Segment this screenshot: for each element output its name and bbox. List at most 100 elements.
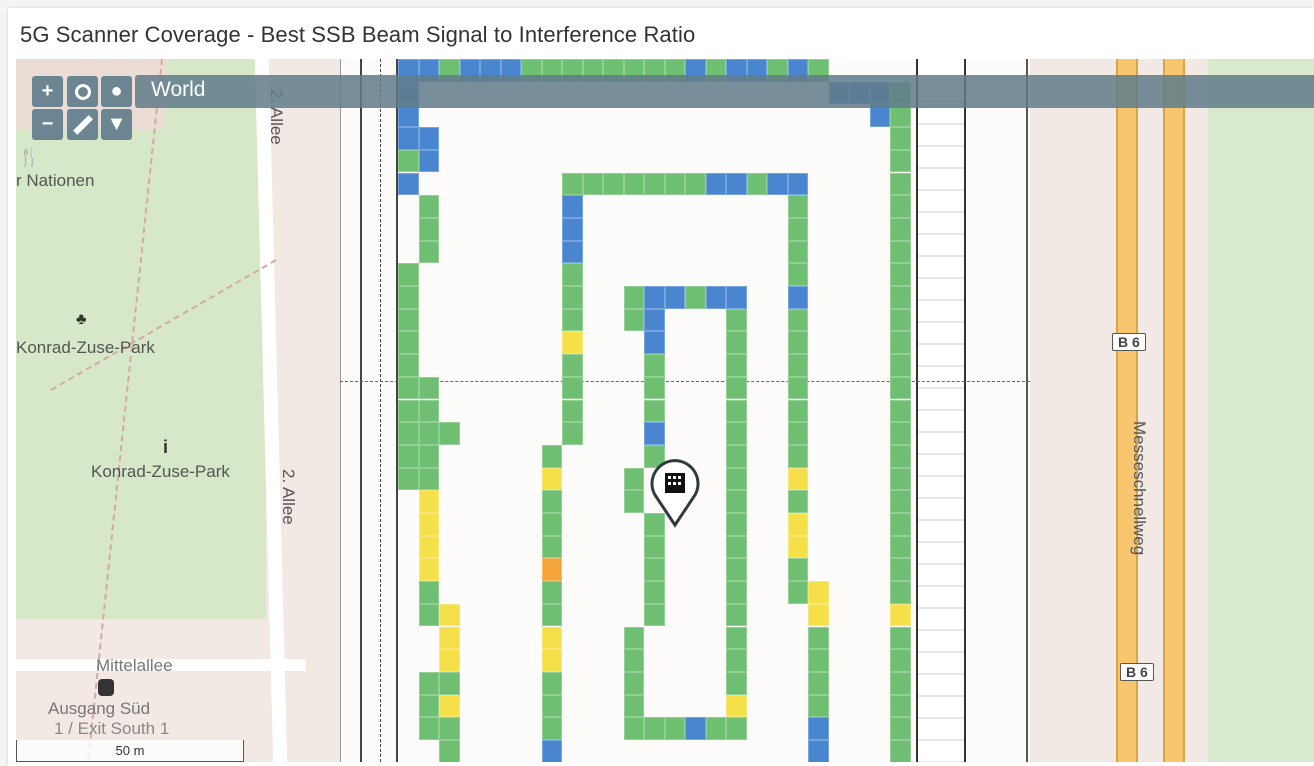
coverage-cell xyxy=(418,717,439,740)
coverage-cell xyxy=(644,286,665,309)
floorplan-axis xyxy=(340,381,1030,382)
coverage-cell xyxy=(890,399,911,423)
coverage-cell xyxy=(418,399,439,423)
map-label: Messeschnellweg xyxy=(1130,421,1149,556)
coverage-cell xyxy=(890,649,911,672)
coverage-cell xyxy=(787,490,808,513)
coverage-cell xyxy=(787,399,808,423)
coverage-cell xyxy=(562,195,583,218)
coverage-cell xyxy=(562,331,583,355)
coverage-cell xyxy=(418,467,439,491)
coverage-cell xyxy=(541,581,562,604)
coverage-cell xyxy=(890,376,911,400)
coverage-cell xyxy=(623,308,644,332)
coverage-cell xyxy=(418,149,439,173)
coverage-cell xyxy=(439,422,460,445)
map-label: Konrad-Zuse-Park xyxy=(91,462,230,481)
coverage-cell xyxy=(541,513,562,536)
coverage-cell xyxy=(398,263,419,286)
coverage-cell xyxy=(439,717,460,740)
coverage-cell xyxy=(439,740,460,762)
coverage-cell xyxy=(398,172,419,196)
coverage-cell xyxy=(541,558,562,582)
location-breadcrumb[interactable]: World xyxy=(135,75,1314,108)
coverage-cell xyxy=(726,626,747,650)
coverage-cell xyxy=(726,535,747,559)
coverage-cell xyxy=(890,149,911,173)
coverage-cell xyxy=(890,172,911,196)
coverage-cell xyxy=(418,195,439,218)
coverage-cell xyxy=(787,172,808,196)
coverage-cell xyxy=(562,217,583,241)
panel-title: 5G Scanner Coverage - Best SSB Beam Sign… xyxy=(20,22,696,47)
coverage-cell xyxy=(644,535,665,559)
zoom-out-button[interactable]: − xyxy=(32,109,63,140)
coverage-cell xyxy=(808,671,829,695)
coverage-cell xyxy=(890,444,911,468)
coverage-cell xyxy=(767,172,788,196)
coverage-cell xyxy=(890,513,911,536)
motorway xyxy=(1163,59,1185,762)
coverage-cell xyxy=(890,217,911,241)
coverage-cell xyxy=(418,581,439,604)
coverage-cell xyxy=(787,535,808,559)
motorway xyxy=(1116,59,1138,762)
ruler-icon[interactable] xyxy=(67,109,98,140)
coverage-cell xyxy=(787,513,808,536)
coverage-cell xyxy=(808,717,829,740)
coverage-cell xyxy=(562,286,583,309)
coverage-cell xyxy=(541,626,562,650)
zoom-in-button[interactable]: + xyxy=(32,76,63,107)
road-shield: B 6 xyxy=(1112,333,1146,351)
coverage-cell xyxy=(808,581,829,604)
building-marker-icon[interactable] xyxy=(649,459,701,529)
map-label: 1 / Exit South 1 xyxy=(54,719,170,738)
coverage-cell xyxy=(664,717,685,740)
coverage-cell xyxy=(623,626,644,650)
coverage-cell xyxy=(562,422,583,445)
bus-icon xyxy=(98,679,114,696)
coverage-cell xyxy=(787,422,808,445)
map-view[interactable]: r Nationen Konrad-Zuse-Park Konrad-Zuse-… xyxy=(16,59,1314,762)
scale-bar: 50 m xyxy=(16,740,244,762)
filter-icon[interactable]: ▼ xyxy=(101,109,132,140)
coverage-cell xyxy=(398,331,419,355)
coverage-cell xyxy=(644,513,665,536)
coverage-cell xyxy=(890,581,911,604)
coverage-cell xyxy=(541,649,562,672)
coverage-cell xyxy=(685,172,706,196)
coverage-cell xyxy=(623,286,644,309)
park-area xyxy=(16,59,266,619)
coverage-cell xyxy=(890,195,911,218)
coverage-cell xyxy=(644,558,665,582)
coverage-cell xyxy=(808,603,829,627)
coverage-cell xyxy=(890,331,911,355)
floorplan-wall xyxy=(396,59,398,762)
coverage-cell xyxy=(439,649,460,672)
floorplan-wall xyxy=(1026,59,1028,762)
coverage-cell xyxy=(890,558,911,582)
coverage-cell xyxy=(890,240,911,264)
coverage-cell xyxy=(787,558,808,582)
crosshair-icon[interactable] xyxy=(67,76,98,107)
map-pin-icon[interactable]: ● xyxy=(101,76,132,107)
coverage-cell xyxy=(644,444,665,468)
coverage-cell xyxy=(890,694,911,718)
coverage-cell xyxy=(787,331,808,355)
coverage-cell xyxy=(644,422,665,445)
coverage-cell xyxy=(562,354,583,377)
coverage-cell xyxy=(726,354,747,377)
coverage-cell xyxy=(418,444,439,468)
coverage-cell xyxy=(726,286,747,309)
coverage-cell xyxy=(726,467,747,491)
coverage-cell xyxy=(644,331,665,355)
coverage-cell xyxy=(644,399,665,423)
coverage-cell xyxy=(890,740,911,762)
map-label: Ausgang Süd xyxy=(48,699,151,718)
coverage-cell xyxy=(890,490,911,513)
coverage-cell xyxy=(418,535,439,559)
coverage-cell xyxy=(418,376,439,400)
coverage-cell xyxy=(787,308,808,332)
coverage-cell xyxy=(541,694,562,718)
coverage-cell xyxy=(418,240,439,264)
